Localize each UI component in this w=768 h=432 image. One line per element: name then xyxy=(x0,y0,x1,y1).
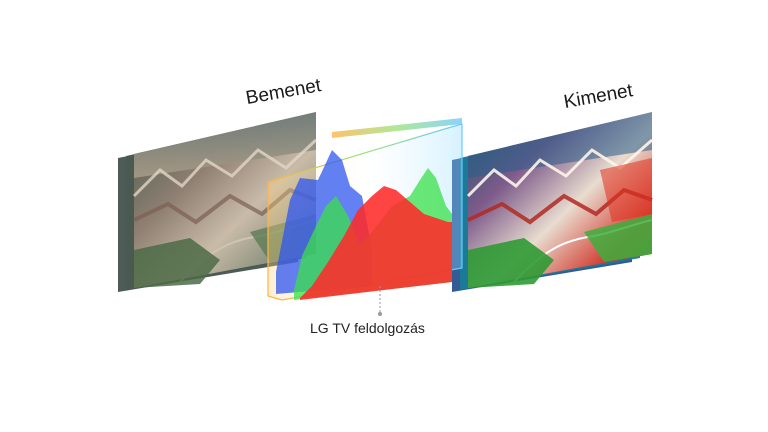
caption-connector xyxy=(378,286,382,316)
histogram-planes xyxy=(267,118,463,301)
output-panel-stack xyxy=(452,112,653,292)
processing-caption: LG TV feldolgozás xyxy=(310,320,425,336)
histogram-red xyxy=(300,186,452,300)
